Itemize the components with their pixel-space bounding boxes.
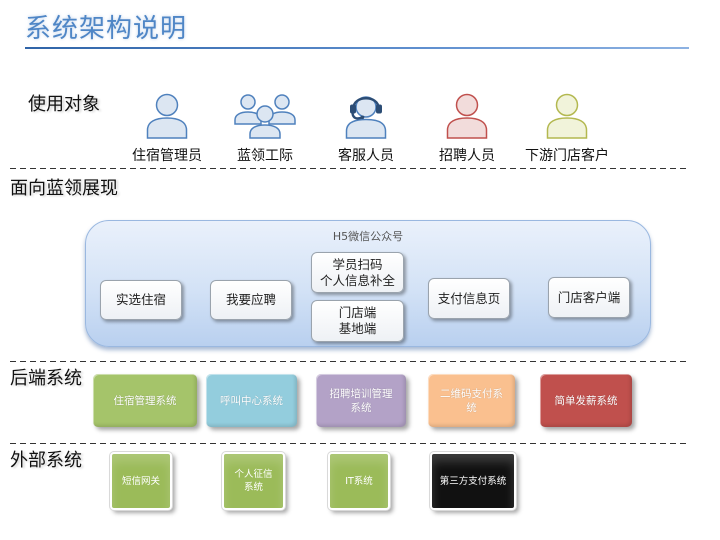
external-system-box: 第三方支付系统	[430, 452, 516, 510]
user-role-item: 住宿管理员	[117, 93, 217, 165]
user-role-label: 蓝领工际	[237, 148, 293, 164]
section-label-external: 外部系统	[10, 450, 82, 471]
section-label-frontend: 面向蓝领展现	[10, 178, 118, 199]
user-role-label: 客服人员	[338, 148, 394, 164]
title-underline	[25, 47, 689, 49]
frontend-module: 门店客户端	[548, 277, 630, 318]
frontend-module: 支付信息页	[428, 278, 510, 319]
backend-system-box: 住宿管理系统	[93, 374, 197, 427]
user-role-item: 招聘人员	[417, 93, 517, 165]
section-label-backend: 后端系统	[10, 368, 82, 389]
user-role-item: 蓝领工际	[215, 93, 315, 165]
backend-system-box: 呼叫中心系统	[206, 374, 297, 427]
page-title: 系统架构说明	[25, 14, 188, 44]
group-icon	[234, 94, 296, 139]
frontend-module: 学员扫码 个人信息补全	[311, 252, 404, 293]
h5-wechat-label: H5微信公众号	[332, 230, 404, 243]
person-icon	[446, 93, 488, 139]
backend-system-box: 招聘培训管理系统	[316, 374, 406, 427]
user-role-item: 客服人员	[316, 93, 416, 165]
section-label-users: 使用对象	[28, 94, 100, 115]
user-role-label: 住宿管理员	[132, 148, 202, 164]
backend-system-box: 简单发薪系统	[540, 374, 632, 427]
frontend-module: 门店端 基地端	[311, 300, 404, 342]
user-role-item: 下游门店客户	[517, 93, 617, 165]
headset-icon	[345, 96, 387, 139]
backend-system-box: 二维码支付系统	[428, 374, 515, 427]
section-divider	[10, 168, 690, 169]
frontend-module: 实选住宿	[100, 280, 182, 320]
section-divider	[10, 443, 690, 444]
h5-wechat-container: H5微信公众号 实选住宿 我要应聘 学员扫码 个人信息补全 门店端 基地端 支付…	[85, 220, 651, 347]
person-icon	[146, 93, 188, 139]
user-role-label: 招聘人员	[439, 148, 495, 164]
frontend-module: 我要应聘	[210, 280, 292, 320]
external-system-box: 短信网关	[110, 452, 172, 510]
section-divider	[10, 361, 690, 362]
user-role-label: 下游门店客户	[525, 148, 609, 164]
person-icon	[546, 93, 588, 139]
external-system-box: 个人征信系统	[222, 452, 285, 510]
external-system-box: IT系统	[328, 452, 390, 510]
